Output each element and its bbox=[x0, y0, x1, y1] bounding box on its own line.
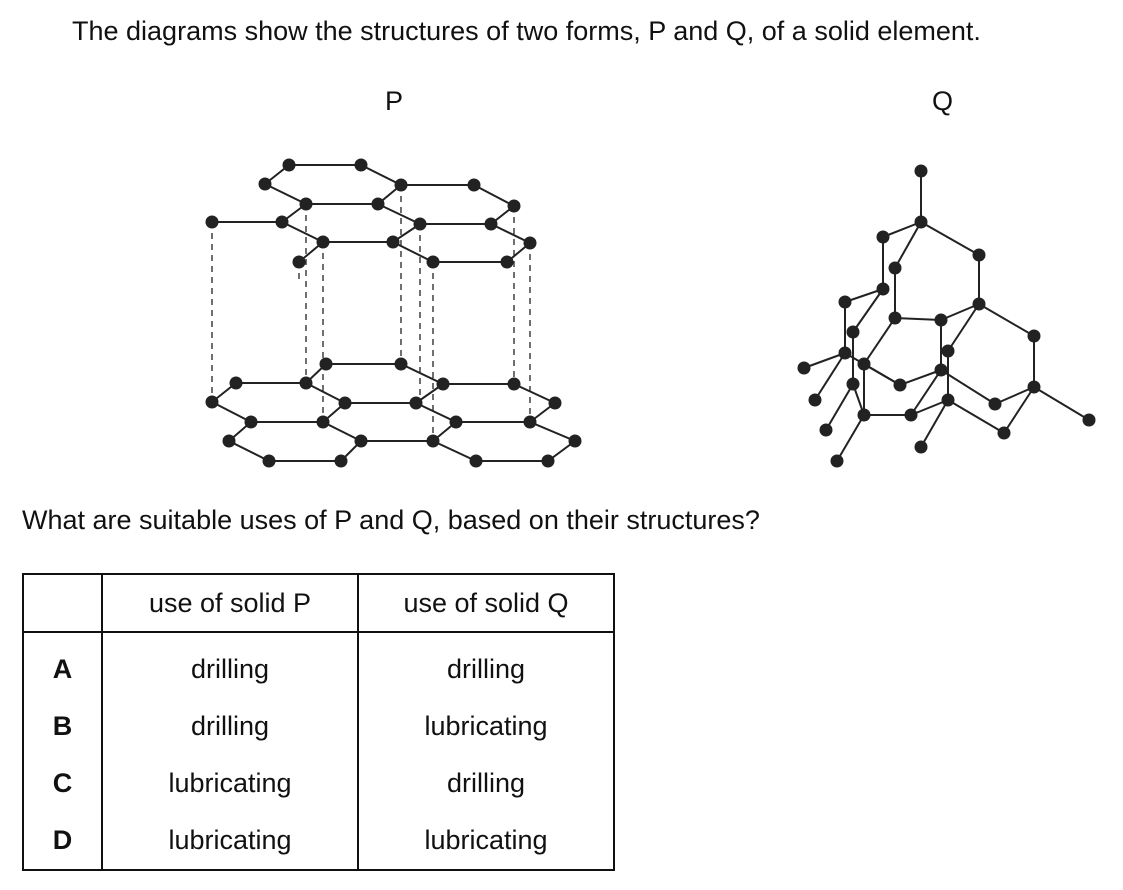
option-use-q: drilling bbox=[357, 755, 615, 812]
option-key: C bbox=[22, 755, 103, 812]
intro-text: The diagrams show the structures of two … bbox=[72, 16, 981, 46]
option-row-b[interactable]: B drilling lubricating bbox=[22, 698, 615, 755]
q-atoms bbox=[797, 164, 1096, 468]
option-key: D bbox=[22, 812, 103, 871]
top-layer-bonds bbox=[212, 164, 532, 263]
structure-p-label: P bbox=[385, 86, 404, 116]
structure-diagrams bbox=[205, 158, 1096, 468]
table-header-row: use of solid P use of solid Q bbox=[22, 573, 615, 633]
option-use-q: lubricating bbox=[357, 698, 615, 755]
p-atoms bbox=[205, 158, 582, 468]
option-use-p: drilling bbox=[101, 632, 359, 698]
structure-q-label: Q bbox=[932, 86, 954, 116]
structure-q-diagram bbox=[797, 164, 1096, 468]
option-use-p: drilling bbox=[101, 698, 359, 755]
option-use-q: lubricating bbox=[357, 812, 615, 871]
answer-options-table: use of solid P use of solid Q A drilling… bbox=[22, 573, 615, 871]
option-row-a[interactable]: A drilling drilling bbox=[22, 632, 615, 698]
bottom-layer-bonds bbox=[211, 363, 578, 462]
header-use-p: use of solid P bbox=[101, 573, 359, 633]
option-key: B bbox=[22, 698, 103, 755]
option-use-p: lubricating bbox=[101, 812, 359, 871]
q-bonds bbox=[803, 171, 1090, 462]
option-use-q: drilling bbox=[357, 632, 615, 698]
option-use-p: lubricating bbox=[101, 755, 359, 812]
option-row-c[interactable]: C lubricating drilling bbox=[22, 755, 615, 812]
header-use-q: use of solid Q bbox=[357, 573, 615, 633]
option-row-d[interactable]: D lubricating lubricating bbox=[22, 812, 615, 871]
header-key-cell bbox=[22, 573, 103, 633]
structure-p-diagram bbox=[205, 158, 582, 468]
option-key: A bbox=[22, 632, 103, 698]
question-text: What are suitable uses of P and Q, based… bbox=[22, 505, 760, 535]
